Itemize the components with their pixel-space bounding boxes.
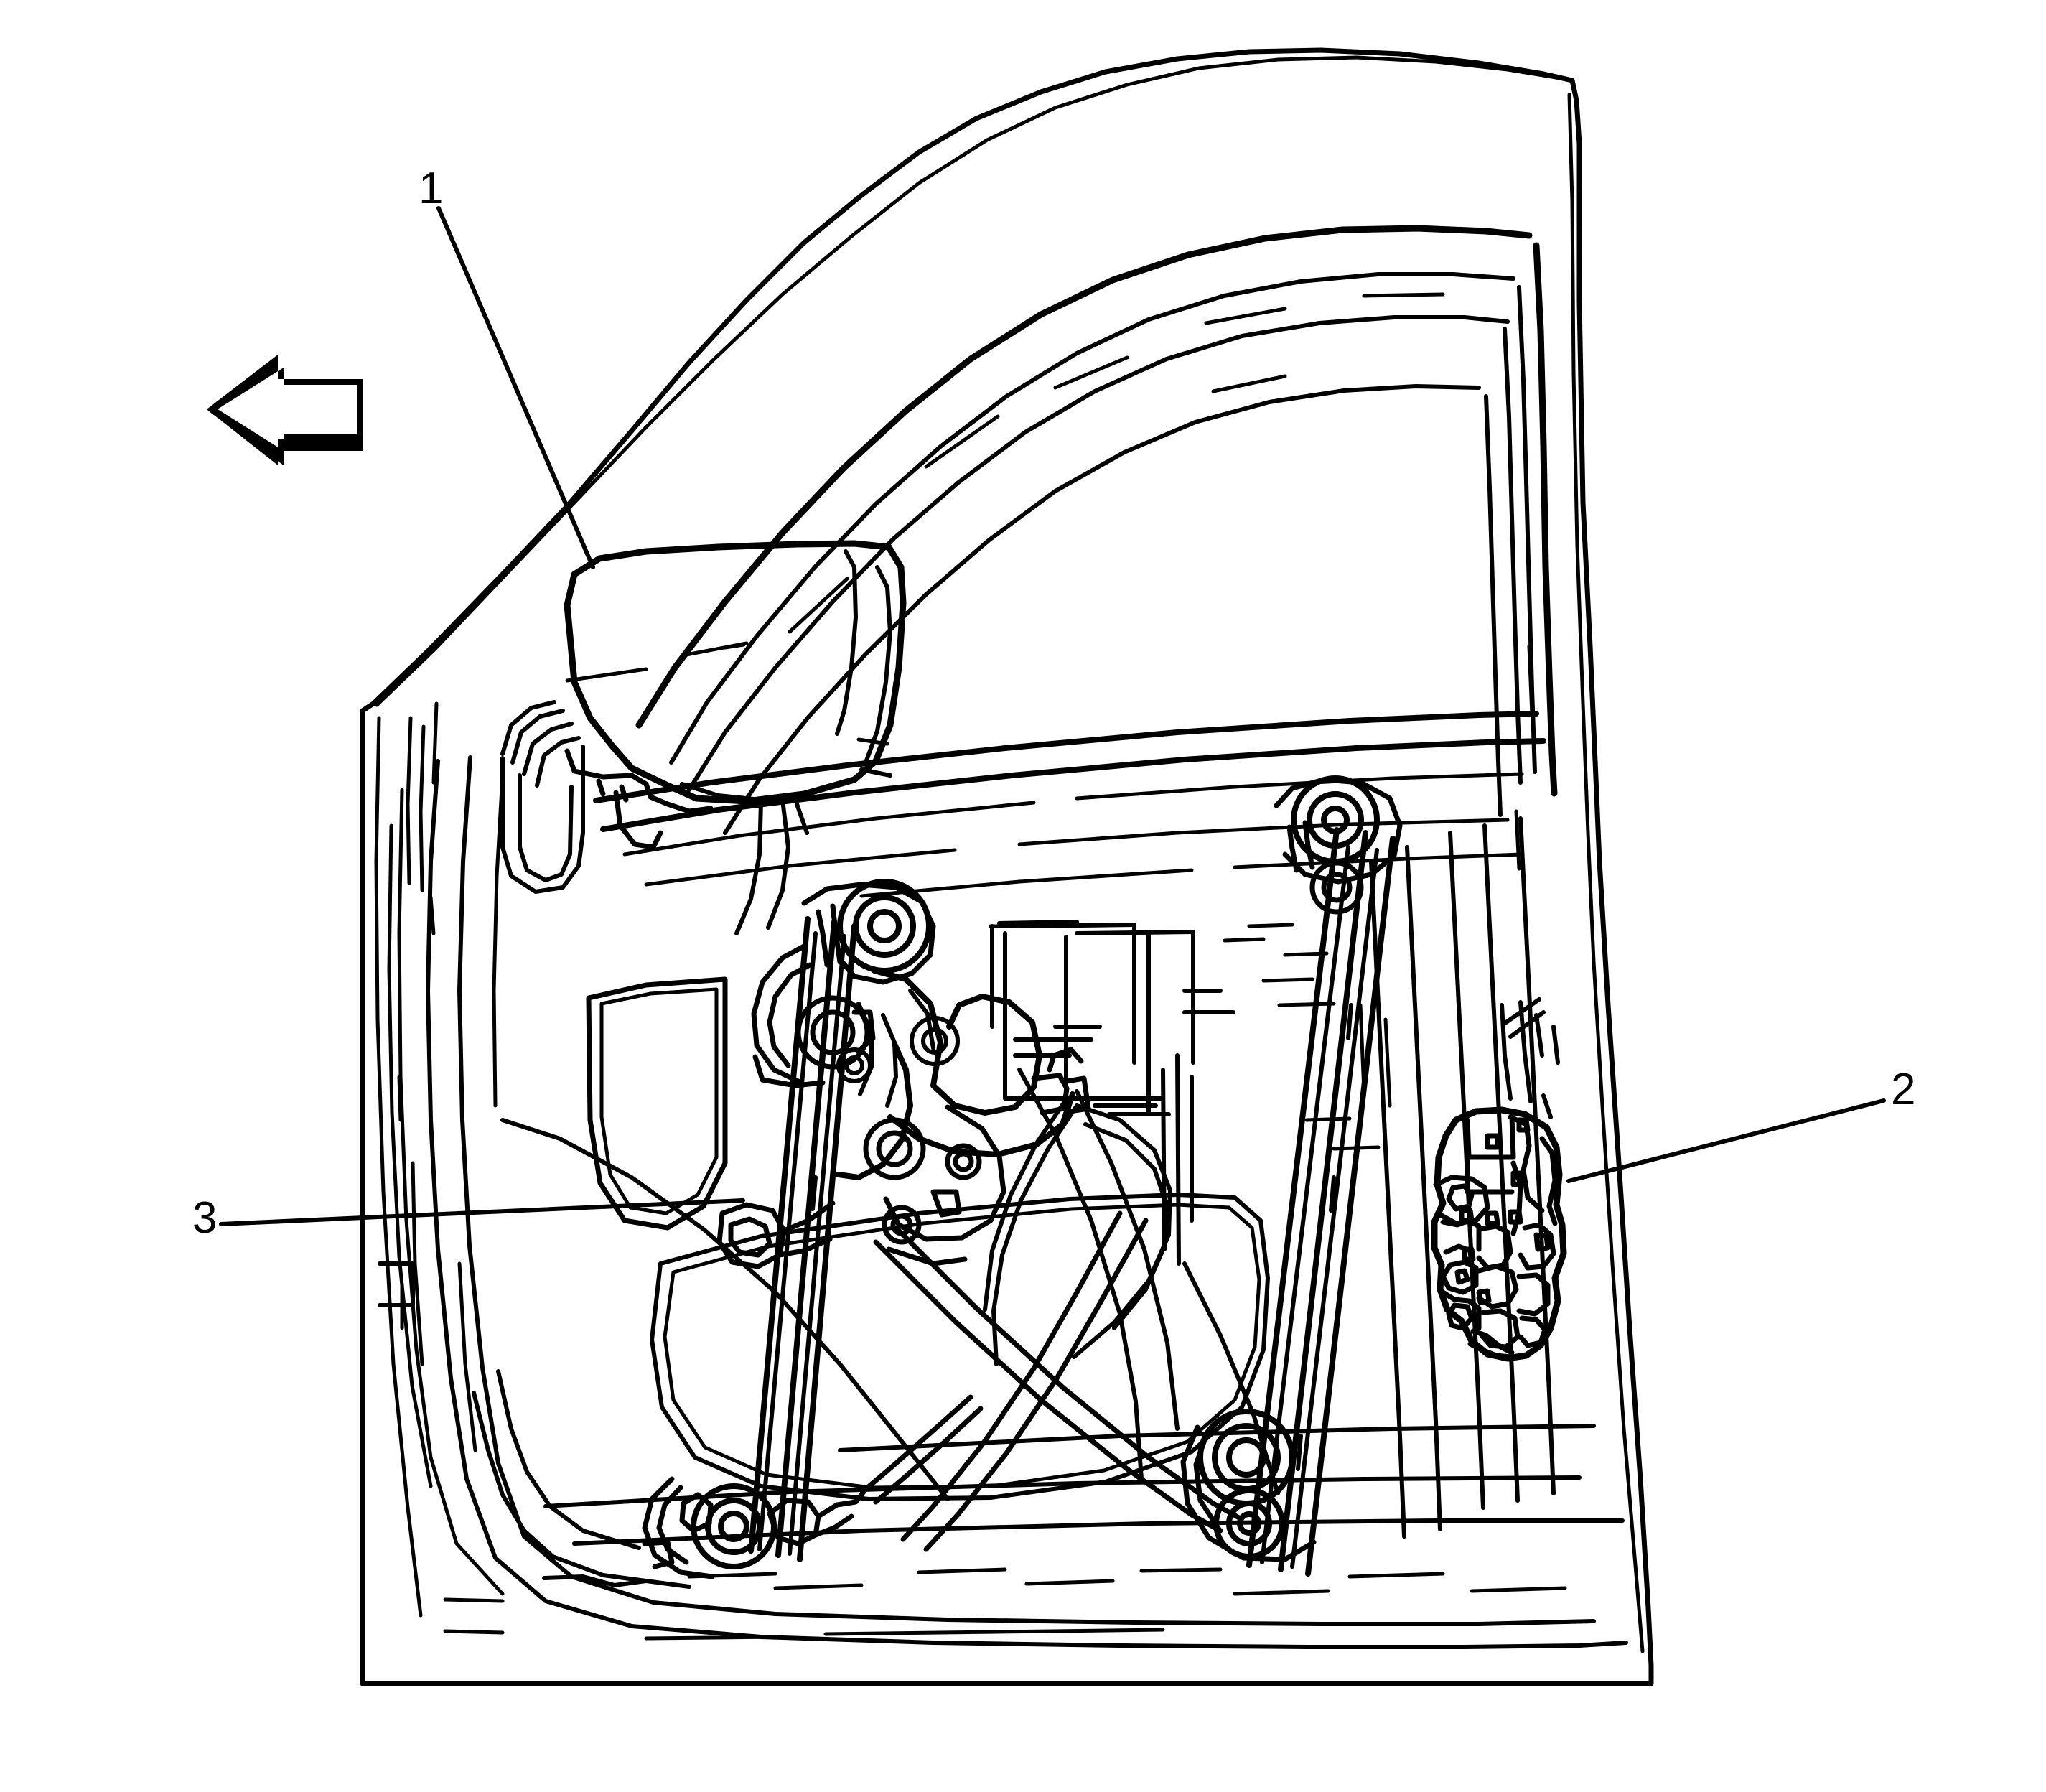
callout-label-3: 3 — [192, 1193, 218, 1243]
direction-arrow-shadow — [207, 409, 363, 465]
window-frame-detail-dashes — [788, 292, 1534, 871]
mirror-base-bracket — [564, 748, 714, 850]
mirror-housing-inner — [680, 549, 892, 802]
mirror-glass-crease — [565, 641, 889, 746]
door-inner-panel — [426, 755, 1628, 1649]
callout-label-1: 1 — [419, 164, 444, 213]
door-access-hole-large-inner — [599, 987, 719, 1215]
door-latch-detail — [1433, 1114, 1558, 1360]
door-shell-hem-lines — [375, 55, 1645, 1653]
regulator-motor-detail — [836, 989, 960, 1108]
regulator-right-top-bracket — [1274, 777, 1403, 915]
leader-1 — [436, 206, 595, 569]
door-lower-pocket-inner — [663, 1203, 1261, 1490]
mirror-sail-mount — [500, 700, 585, 894]
door-latch-striker-slot — [378, 1261, 415, 1307]
regulator-right-rail — [1246, 827, 1396, 1577]
door-outer-outline — [360, 47, 1654, 1686]
callout-leaders — [219, 206, 1886, 1226]
regulator-cables — [983, 1096, 1172, 1366]
door-hinge-pillar-detail — [397, 701, 439, 1330]
callout-label-2: 2 — [1891, 1065, 1916, 1114]
mirror-to-door-lines — [734, 798, 809, 935]
door-beltline — [593, 711, 1546, 832]
regulator-upper-pulley-left — [837, 879, 932, 974]
door-latch-assembly — [1431, 1106, 1567, 1362]
regulator-bracket-plate — [863, 1104, 1006, 1266]
regulator-lower-bracket-left — [642, 1476, 715, 1579]
regulator-cable-end-fitting — [767, 1394, 984, 1546]
window-frame — [635, 225, 1558, 797]
door-latch-mount-area — [1500, 997, 1560, 1119]
regulator-upper-bracket — [801, 882, 936, 985]
leader-2 — [1566, 1098, 1886, 1183]
door-sill-dashes — [443, 1567, 1567, 1641]
door-lower-left-form — [472, 1369, 691, 1589]
regulator-lift-arms — [873, 1210, 1242, 1552]
window-frame-inner-lines — [669, 272, 1537, 835]
regulator-left-boot — [716, 1200, 836, 1269]
door-access-hole-large — [586, 976, 728, 1231]
door-inner-panel-detail — [374, 716, 505, 1618]
door-lower-pocket — [650, 1193, 1270, 1501]
regulator-drum-housing — [751, 943, 826, 1088]
regulator-lower-bracket-right — [1180, 1424, 1317, 1562]
outside-rearview-mirror — [564, 540, 907, 805]
leader-3 — [219, 1198, 745, 1226]
